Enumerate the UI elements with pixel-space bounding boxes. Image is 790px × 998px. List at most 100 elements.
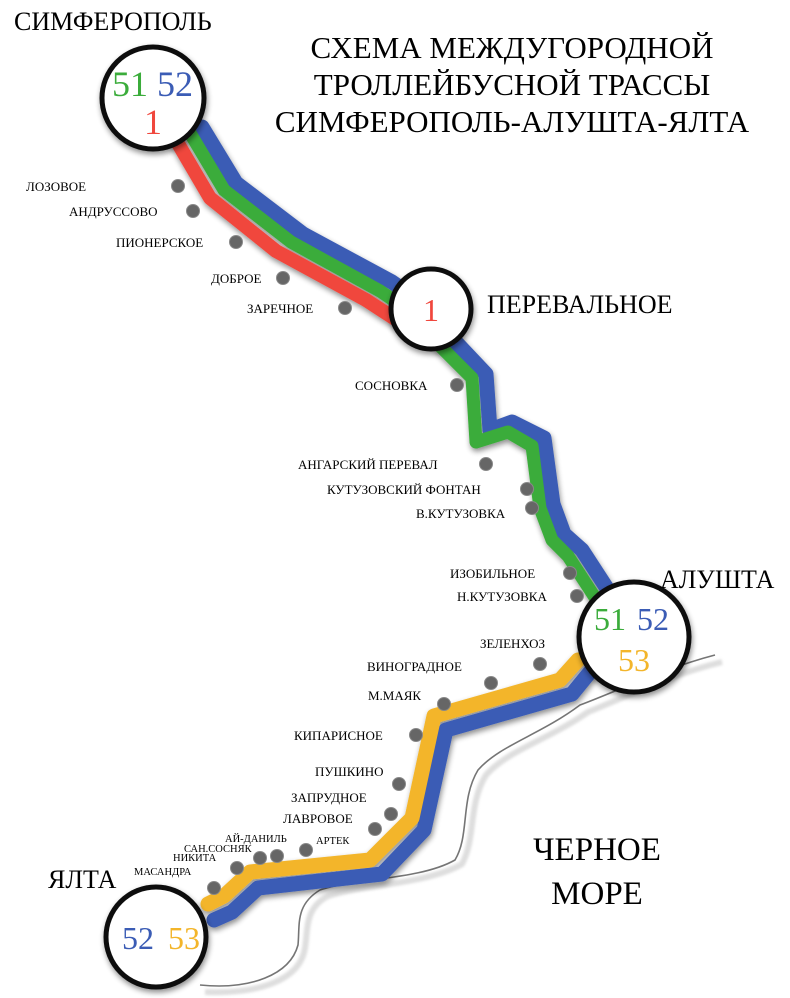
hub-route-label-53: 53 — [168, 920, 200, 956]
stop-label: ПИОНЕРСКОЕ — [116, 235, 203, 250]
route-line-1-north — [169, 133, 413, 333]
stop-lavrovoe[interactable]: ЛАВРОВОЕ — [283, 811, 382, 836]
stop-dot — [229, 235, 243, 249]
stop-dot — [437, 697, 451, 711]
stop-sosnovka[interactable]: СОСНОВКА — [355, 378, 464, 393]
hub-route-label-53: 53 — [618, 642, 650, 678]
sea-label-line-2: МОРЕ — [551, 876, 643, 912]
stop-label: В.КУТУЗОВКА — [416, 506, 506, 521]
stop-ai-danil[interactable]: АЙ-ДАНИЛЬ — [225, 833, 287, 863]
stop-label: САН.СОСНЯК — [184, 844, 253, 855]
stop-nikita[interactable]: НИКИТА — [173, 853, 244, 875]
stop-v-kutuzovka[interactable]: В.КУТУЗОВКА — [416, 501, 539, 522]
stop-dot — [384, 807, 398, 821]
stop-dot — [479, 457, 493, 471]
hub-alushta[interactable]: 51 52 53 — [576, 579, 692, 695]
stop-label: ЗАПРУДНОЕ — [291, 790, 367, 805]
stop-label: ЗАРЕЧНОЕ — [247, 301, 313, 316]
hub-route-label-52: 52 — [122, 920, 154, 956]
city-label-simferopol: СИМФЕРОПОЛЬ — [14, 7, 212, 36]
stop-label: ЛАВРОВОЕ — [283, 811, 353, 826]
stop-label: М.МАЯК — [368, 688, 421, 703]
stop-zaprudnoe[interactable]: ЗАПРУДНОЕ — [291, 790, 398, 821]
stop-dot — [171, 179, 185, 193]
stop-kiparisnoe[interactable]: КИПАРИСНОЕ — [294, 728, 423, 743]
stop-label: ИЗОБИЛЬНОЕ — [450, 566, 535, 581]
hub-route-label-1: 1 — [423, 292, 439, 328]
stop-pushkino[interactable]: ПУШКИНО — [315, 764, 406, 791]
stop-label: МАСАНДРА — [134, 867, 192, 878]
stop-dot — [186, 204, 200, 218]
stop-label: АНГАРСКИЙ ПЕРЕВАЛ — [298, 457, 438, 472]
hub-route-label-51: 51 — [594, 601, 626, 637]
stop-label: НИКИТА — [173, 853, 217, 864]
map-title: СХЕМА МЕЖДУГОРОДНОЙ ТРОЛЛЕЙБУСНОЙ ТРАССЫ… — [275, 30, 750, 139]
stop-angarsky[interactable]: АНГАРСКИЙ ПЕРЕВАЛ — [298, 457, 493, 472]
city-label-alushta: АЛУШТА — [660, 565, 775, 594]
hub-yalta[interactable]: 52 53 — [103, 884, 209, 990]
hub-route-label-51: 51 — [112, 64, 148, 104]
stop-dot — [392, 777, 406, 791]
stop-dot — [563, 566, 577, 580]
stop-dot — [533, 657, 547, 671]
stop-dot — [299, 843, 313, 857]
hub-perevalnoe[interactable]: 1 — [388, 266, 474, 352]
route-line-51-mountain — [433, 339, 601, 603]
stop-zarechnoe[interactable]: ЗАРЕЧНОЕ — [247, 301, 352, 316]
stop-dot — [207, 881, 221, 895]
title-line-1: СХЕМА МЕЖДУГОРОДНОЙ — [311, 30, 714, 65]
city-label-perevalnoe: ПЕРЕВАЛЬНОЕ — [487, 290, 672, 319]
stop-dot — [270, 849, 284, 863]
stop-dot — [368, 822, 382, 836]
stop-dot — [450, 378, 464, 392]
hub-route-label-52: 52 — [157, 64, 193, 104]
stop-dot — [520, 482, 534, 496]
stop-label: АЙ-ДАНИЛЬ — [225, 833, 287, 845]
route-line-52-coast — [206, 664, 598, 928]
stop-dot — [253, 851, 267, 865]
stop-zelenhoz[interactable]: ЗЕЛЕНХОЗ — [480, 636, 547, 671]
hub-simferopol[interactable]: 51 52 1 — [99, 44, 207, 152]
stop-label: КУТУЗОВСКИЙ ФОНТАН — [327, 482, 481, 497]
stop-label: АНДРУССОВО — [69, 204, 158, 219]
route-lines — [169, 119, 616, 928]
stop-dot — [409, 728, 423, 742]
stop-dot — [525, 501, 539, 515]
stop-andrussovo[interactable]: АНДРУССОВО — [69, 204, 200, 219]
stop-label: СОСНОВКА — [355, 378, 428, 393]
stop-label: ЛОЗОВОЕ — [26, 179, 86, 194]
stop-label: ДОБРОЕ — [211, 271, 261, 286]
stop-massandra[interactable]: МАСАНДРА — [134, 867, 221, 895]
stops: ЛОЗОВОЕ АНДРУССОВО ПИОНЕРСКОЕ ДОБРОЕ ЗАРЕЧНО… — [26, 179, 584, 895]
stop-dot — [230, 861, 244, 875]
stop-dot — [338, 301, 352, 315]
hub-route-label-52: 52 — [637, 601, 669, 637]
stop-n-kutuzovka[interactable]: Н.КУТУЗОВКА — [457, 589, 584, 604]
stop-kutuzov-fontan[interactable]: КУТУЗОВСКИЙ ФОНТАН — [327, 482, 534, 497]
route-line-52-mountain — [444, 330, 616, 598]
route-line-53-coast — [200, 652, 586, 912]
stop-label: ПУШКИНО — [315, 764, 384, 779]
stop-label: ЗЕЛЕНХОЗ — [480, 636, 545, 651]
stop-artek[interactable]: АРТЕК — [299, 836, 351, 857]
stop-pionerskoe[interactable]: ПИОНЕРСКОЕ — [116, 235, 243, 250]
stop-dot — [570, 589, 584, 603]
stop-label: Н.КУТУЗОВКА — [457, 589, 547, 604]
stop-label: КИПАРИСНОЕ — [294, 728, 383, 743]
title-line-2: ТРОЛЛЕЙБУСНОЙ ТРАССЫ — [314, 67, 710, 102]
stop-label: АРТЕК — [316, 836, 350, 847]
stop-dobroe[interactable]: ДОБРОЕ — [211, 271, 290, 286]
stop-lozovoe[interactable]: ЛОЗОВОЕ — [26, 179, 185, 194]
stop-san-sosnyak[interactable]: САН.СОСНЯК — [184, 844, 267, 865]
hub-route-label-1: 1 — [144, 102, 162, 142]
title-line-3: СИМФЕРОПОЛЬ-АЛУШТА-ЯЛТА — [275, 104, 750, 139]
city-label-yalta: ЯЛТА — [48, 865, 117, 894]
stop-label: ВИНОГРАДНОЕ — [367, 659, 462, 674]
stop-izobilnoe[interactable]: ИЗОБИЛЬНОЕ — [450, 566, 577, 581]
stop-dot — [276, 271, 290, 285]
sea-label-line-1: ЧЕРНОЕ — [533, 832, 661, 868]
stop-vinogradnoe[interactable]: ВИНОГРАДНОЕ — [367, 659, 498, 690]
stop-dot — [484, 676, 498, 690]
stop-m-mayak[interactable]: М.МАЯК — [368, 688, 451, 711]
